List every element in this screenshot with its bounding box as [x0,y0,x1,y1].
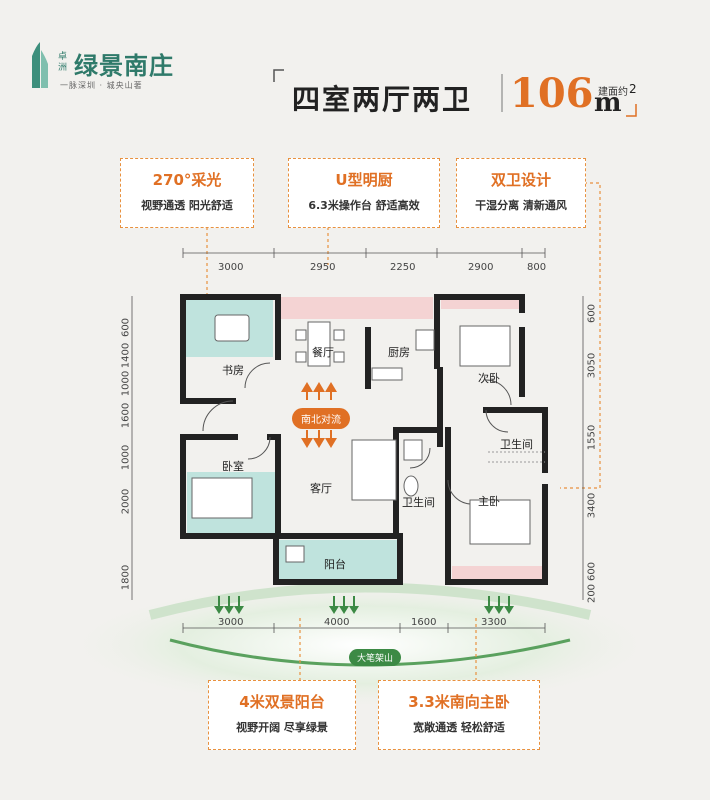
dim-left-4: 1600 [120,402,132,429]
room-bedroom: 卧室 [222,460,244,473]
dim-left-7: 1800 [120,564,132,591]
feature-balcony: 4米双景阳台 视野开阔 尽享绿景 [208,680,356,750]
room-study: 书房 [222,364,244,377]
area-label: 建面约 [598,87,628,98]
feature-balcony-sub: 视野开阔 尽享绿景 [236,721,328,734]
dim-right-2: 3050 [586,352,598,379]
dim-bottom-1: 3000 [218,617,244,628]
room-dining: 餐厅 [312,346,334,359]
feature-light: 270°采光 视野通透 阳光舒适 [120,158,254,228]
feature-master-sub: 宽敞通透 轻松舒适 [413,721,505,734]
dim-left-5: 1000 [120,444,132,471]
dim-top-1: 3000 [218,262,244,273]
feature-light-heading: 270°采光 [152,171,222,189]
dim-top-2: 2950 [310,262,336,273]
logo-small-text: 卓洲 [58,52,68,73]
area-unit-sup: 2 [629,82,637,96]
dim-top-4: 2900 [468,262,494,273]
airflow-badge: 南北对流 [292,408,350,429]
feature-bath-sub: 干湿分离 清新通风 [475,199,567,212]
area-number: 106 [510,70,594,117]
dim-right-3: 1550 [586,424,598,451]
logo-slogan: 一脉深圳 · 城央山著 [60,81,143,90]
layout-title: 四室两厅两卫 [292,83,473,116]
dim-bottom-4: 3300 [481,617,507,628]
room-living: 客厅 [310,482,332,495]
dim-bottom-3: 1600 [411,617,437,628]
dim-top-3: 2250 [390,262,416,273]
feature-bath-heading: 双卫设计 [490,171,551,189]
room-bath1: 卫生间 [500,438,533,451]
feature-balcony-heading: 4米双景阳台 [239,693,325,711]
room-bath2: 卫生间 [402,496,435,509]
feature-kitchen: U型明厨 6.3米操作台 舒适高效 [288,158,440,228]
dim-top-5: 800 [527,262,547,273]
mountain-badge: 大笔架山 [349,649,402,666]
dim-right-6: 200 [586,583,598,604]
logo-mark-icon [32,42,48,88]
feature-kitchen-sub: 6.3米操作台 舒适高效 [308,199,420,212]
dim-right-4: 3400 [586,492,598,519]
area-unit: m [594,88,622,118]
room-balcony: 阳台 [324,558,346,571]
feature-light-sub: 视野通透 阳光舒适 [141,199,233,212]
dim-left-6: 2000 [120,488,132,515]
feature-bath: 双卫设计 干湿分离 清新通风 [456,158,586,228]
logo-name: 绿景南庄 [74,52,174,80]
feature-master-heading: 3.3米南向主卧 [408,693,510,711]
feature-kitchen-heading: U型明厨 [335,171,393,189]
room-second-bed: 次卧 [478,372,500,385]
title-frame [273,69,637,117]
feature-master: 3.3米南向主卧 宽敞通透 轻松舒适 [378,680,540,750]
dim-right-1: 600 [586,303,598,324]
room-kitchen: 厨房 [388,346,410,359]
dim-bottom-2: 4000 [324,617,350,628]
room-master: 主卧 [478,495,500,508]
